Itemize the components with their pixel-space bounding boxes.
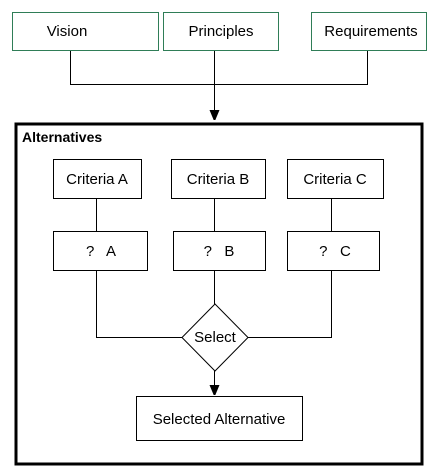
- principles-label: Principles: [188, 23, 253, 40]
- selected-alternative-label: Selected Alternative: [153, 411, 286, 428]
- requirements-label: Requirements: [324, 23, 417, 40]
- criteria-a-label: Criteria A: [66, 171, 128, 188]
- evaluation-c-box: [287, 231, 380, 271]
- evaluation-b-box: [173, 231, 266, 271]
- criteria-c-box: [287, 159, 384, 199]
- principles-box: [163, 12, 279, 51]
- criteria-b-label: Criteria B: [187, 171, 250, 188]
- evaluation-a-to-select-connector: [96, 271, 182, 338]
- criteria-a-box: [53, 159, 142, 199]
- vision-label: Vision: [47, 23, 88, 40]
- criteria-b-box: [171, 159, 266, 199]
- evaluation-c-to-select-connector: [248, 271, 332, 338]
- requirements-box: [311, 12, 427, 51]
- selected-alternative-box: [136, 396, 303, 441]
- evaluation-a-label: ? A: [86, 243, 116, 260]
- evaluation-b-label: ? B: [204, 243, 235, 260]
- criteria-c-label: Criteria C: [303, 171, 367, 188]
- alternatives-container: [14, 122, 424, 466]
- evaluation-c-label: ? C: [319, 243, 351, 260]
- alternatives-title: Alternatives: [22, 129, 102, 145]
- select-decision-label: Select: [194, 329, 237, 346]
- vision-box: [12, 12, 159, 51]
- evaluation-a-box: [53, 231, 148, 271]
- inputs-merge-connector: [70, 51, 368, 85]
